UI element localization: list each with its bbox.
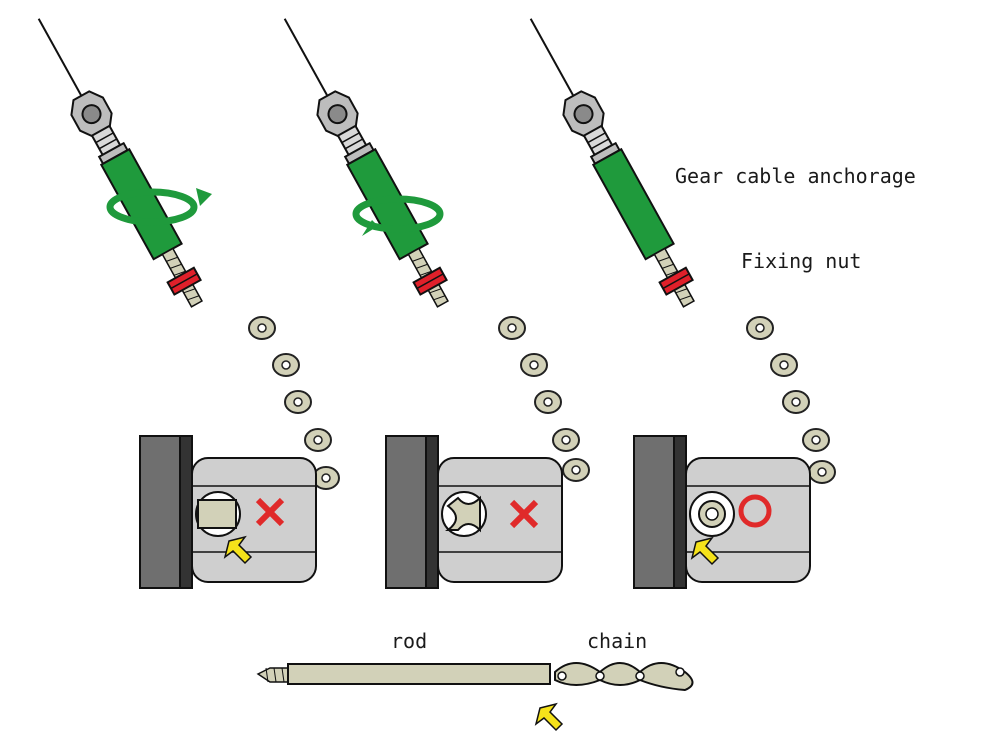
hub-middle <box>385 435 563 589</box>
gear-cable-anchorage-label: Gear cable anchorage <box>675 164 916 188</box>
incorrect-cross-mark-left-icon <box>255 497 285 527</box>
indicator-arrow-bottom-icon <box>535 703 563 731</box>
fixing-nut-label: Fixing nut <box>741 249 861 273</box>
rotation-arrow-clockwise-icon <box>106 188 212 226</box>
cable-anchorage-middle <box>267 9 460 314</box>
chain-label: chain <box>587 629 647 653</box>
panel-middle <box>267 9 590 589</box>
panel-left <box>21 9 340 589</box>
correct-circle-mark-icon <box>738 494 772 528</box>
rod-chain-detail: rod chain <box>256 629 694 731</box>
cable-anchorage-left <box>21 9 214 314</box>
hub-right <box>633 435 811 589</box>
chain-middle <box>498 316 590 482</box>
chain-detail <box>554 662 694 692</box>
panel-right: Gear cable anchorage Fixing nut <box>513 9 916 589</box>
rod <box>287 663 551 685</box>
rod-label: rod <box>391 629 427 653</box>
hub-left <box>139 435 317 589</box>
rotation-arrow-counter-clockwise-icon <box>352 195 444 236</box>
cable-anchorage-right <box>513 9 706 314</box>
incorrect-cross-mark-middle-icon <box>509 499 539 529</box>
